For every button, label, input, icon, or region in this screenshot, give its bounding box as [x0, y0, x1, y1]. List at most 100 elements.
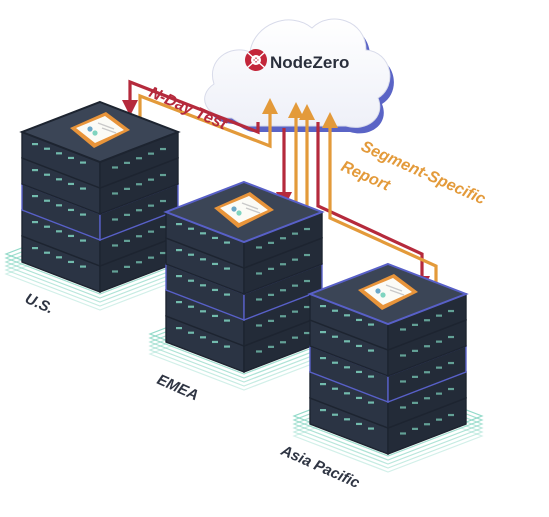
server-led	[320, 357, 326, 360]
server-led	[292, 284, 298, 287]
document-line	[97, 122, 115, 130]
server-led	[112, 270, 118, 273]
nodezero-logo-icon	[245, 49, 267, 71]
server-led	[68, 208, 74, 212]
server-led	[448, 387, 454, 391]
server-led	[368, 349, 374, 352]
server-led	[400, 406, 406, 409]
server-led	[188, 331, 194, 334]
server-led	[448, 413, 454, 417]
region-label-emea: EMEA	[154, 371, 201, 404]
server-led	[176, 327, 182, 330]
server-led	[436, 392, 442, 395]
document-dot	[380, 292, 386, 298]
server-led	[176, 275, 182, 278]
server-stacks	[4, 100, 484, 473]
server-led	[148, 178, 154, 181]
server-led	[412, 323, 418, 326]
server-led	[200, 232, 206, 235]
server-led	[332, 361, 338, 364]
server-led	[356, 318, 362, 322]
server-led	[112, 218, 118, 221]
document-dot	[87, 126, 93, 132]
server-led	[412, 427, 418, 430]
server-led	[412, 349, 418, 352]
server-led	[56, 152, 62, 155]
server-led	[268, 241, 274, 244]
document-dot	[231, 206, 237, 212]
server-led	[320, 331, 326, 334]
test-arrow-apac	[316, 122, 430, 292]
server-led	[332, 335, 338, 338]
server-led	[268, 319, 274, 322]
test-arrow-us	[122, 79, 260, 135]
document-page	[76, 116, 124, 143]
server-led	[160, 225, 166, 229]
server-led	[400, 380, 406, 383]
server-led	[148, 204, 154, 207]
document-dot	[92, 130, 98, 136]
server-led	[368, 375, 374, 378]
document-dot	[236, 210, 242, 216]
server-led	[80, 239, 86, 242]
server-led	[436, 340, 442, 343]
document-line	[241, 202, 259, 210]
server-led	[136, 209, 142, 212]
server-led	[224, 319, 230, 322]
server-led	[124, 161, 130, 164]
server-led	[32, 221, 38, 224]
server-led	[112, 166, 118, 169]
server-led	[188, 227, 194, 230]
server-led	[224, 267, 230, 270]
server-led	[212, 236, 218, 240]
server-led	[292, 232, 298, 235]
server-led	[304, 279, 310, 283]
server-led	[188, 305, 194, 308]
server-led	[200, 336, 206, 339]
server-led	[200, 310, 206, 313]
server-led	[344, 366, 350, 369]
server-led	[44, 251, 50, 254]
server-led	[32, 143, 38, 146]
server-led	[32, 195, 38, 198]
server-led	[44, 147, 50, 150]
server-led	[424, 319, 430, 322]
server-led	[344, 314, 350, 317]
server-led	[56, 204, 62, 207]
server-led	[304, 227, 310, 231]
document-line	[389, 289, 405, 296]
server-led	[424, 345, 430, 348]
server-led	[280, 237, 286, 240]
server-stack-apac	[292, 262, 484, 473]
server-led	[212, 288, 218, 292]
server-led	[424, 423, 430, 426]
server-led	[80, 213, 86, 216]
report-document-icon	[214, 192, 274, 228]
server-led	[68, 234, 74, 238]
server-led	[200, 258, 206, 261]
server-stack-us	[4, 100, 196, 311]
server-led	[136, 157, 142, 160]
server-led	[356, 370, 362, 374]
server-led	[200, 284, 206, 287]
server-led	[148, 230, 154, 233]
server-led	[320, 305, 326, 308]
server-led	[400, 432, 406, 435]
server-led	[176, 249, 182, 252]
server-led	[292, 310, 298, 313]
server-led	[424, 397, 430, 400]
server-led	[136, 261, 142, 264]
server-led	[176, 223, 182, 226]
server-led	[176, 301, 182, 304]
server-led	[224, 345, 230, 348]
server-led	[256, 298, 262, 301]
document-page	[220, 196, 268, 223]
server-led	[148, 152, 154, 155]
server-led	[124, 213, 130, 216]
server-led	[256, 246, 262, 249]
server-led	[400, 328, 406, 331]
server-led	[44, 225, 50, 228]
server-led	[160, 147, 166, 151]
server-led	[160, 251, 166, 255]
server-led	[124, 265, 130, 268]
